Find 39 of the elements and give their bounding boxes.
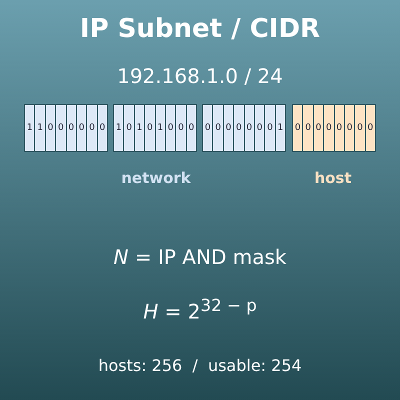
bit-cell: 0: [203, 105, 214, 151]
bit-cell: 0: [355, 105, 366, 151]
bit-cell: 0: [213, 105, 224, 151]
title: IP Subnet / CIDR: [80, 14, 320, 44]
bit-cell: 0: [314, 105, 324, 151]
bit-cell: 1: [156, 105, 166, 151]
octet-box: [113, 104, 197, 152]
host-count-note: hosts: 256 / usable: 254: [98, 356, 302, 375]
bit-cell: 1: [35, 105, 46, 151]
bit-cell: 0: [46, 105, 56, 151]
network-label: network: [121, 169, 191, 187]
bit-cell: 0: [66, 105, 77, 151]
bit-cell: 0: [265, 105, 276, 151]
bit-cell: 1: [114, 105, 124, 151]
bit-cell: 0: [145, 105, 156, 151]
bit-cell: 0: [87, 105, 98, 151]
host-label: host: [314, 169, 352, 187]
bit-cell: 1: [25, 105, 36, 151]
bit-cell: 0: [303, 105, 314, 151]
bit-cell: 1: [134, 105, 146, 151]
bit-cell: 0: [334, 105, 345, 151]
hosts-formula: H = 2$^{32 − p}$: [143, 296, 257, 324]
bit-cell: 0: [56, 105, 66, 151]
bit-cell: 0: [166, 105, 176, 151]
bit-cell: 0: [224, 105, 234, 151]
bit-cell: 0: [234, 105, 244, 151]
bit-cell: 0: [244, 105, 255, 151]
octet-box: [292, 104, 376, 152]
bit-cell: 0: [76, 105, 88, 151]
octet-box: [202, 104, 286, 152]
octet-box: [24, 104, 108, 152]
bit-cell: 0: [254, 105, 266, 151]
network-formula: N = IP AND mask: [114, 245, 286, 269]
bit-cell: 0: [176, 105, 187, 151]
bit-cell: 0: [344, 105, 356, 151]
bit-cell: 0: [124, 105, 135, 151]
cidr-address: 192.168.1.0 / 24: [117, 64, 283, 88]
bit-cell: 0: [293, 105, 304, 151]
bit-cell: 0: [324, 105, 334, 151]
